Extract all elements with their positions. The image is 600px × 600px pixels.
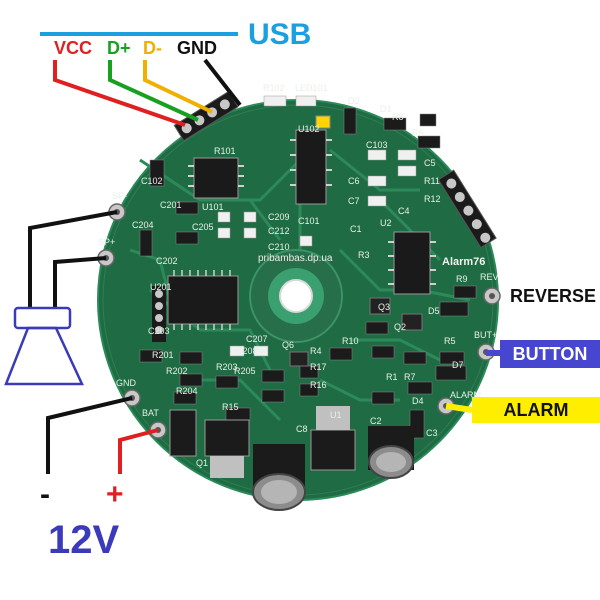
ref-u201: U201 (150, 282, 172, 292)
ref-c6: C6 (348, 176, 360, 186)
electrolytic-capacitors (252, 426, 414, 511)
left-pin-strip (152, 286, 166, 342)
ref-c101: C101 (298, 216, 320, 226)
gnd-usb-wire (203, 58, 242, 107)
ref-u102: U102 (298, 124, 320, 134)
gnd-power-wire (46, 396, 133, 474)
alarm-connector (445, 403, 473, 413)
ref-r1: R1 (386, 372, 398, 382)
pad-alarm-label: ALARM (450, 390, 482, 400)
ref-c3: C3 (426, 428, 438, 438)
alarm-label: ALARM (472, 397, 600, 423)
ref-r11: R11 (424, 176, 440, 186)
usb-gnd-label: GND (177, 38, 217, 58)
ic-u201-pins (173, 270, 231, 330)
ref-led101: LED101 (295, 83, 328, 93)
ref-c212: C212 (268, 226, 290, 236)
ref-d7: D7 (452, 360, 464, 370)
ic-chips (167, 129, 431, 325)
usb-dplus-label: D+ (107, 38, 131, 58)
dminus-wire (143, 60, 213, 114)
ref-q6: Q6 (282, 340, 295, 350)
ref-c208: C208 (236, 346, 258, 356)
ref-r102: R102 (263, 83, 285, 93)
pad-sp-minus-label: SP- (112, 191, 128, 201)
pad-rev-label: REV (480, 272, 499, 282)
ref-c201: C201 (160, 200, 182, 210)
ref-r4: R4 (310, 346, 322, 356)
ref-r202: R202 (166, 366, 188, 376)
ref-c2: C2 (370, 416, 382, 426)
ref-c203: C203 (148, 326, 170, 336)
ref-r201: R201 (152, 350, 174, 360)
ref-q3: Q3 (378, 302, 391, 312)
mount-hole (279, 279, 313, 313)
ref-c209: C209 (268, 212, 290, 222)
ref-r9: R9 (456, 274, 468, 284)
ref-r6: R6 (412, 128, 424, 138)
ref-d2: D2 (348, 96, 360, 106)
speaker-plus-wire (53, 256, 107, 308)
ref-d1: D1 (380, 104, 392, 114)
voltage-regulators (169, 406, 356, 478)
ref-r10: R10 (342, 336, 359, 346)
ref-c5: C5 (424, 158, 436, 168)
ref-r7: R7 (404, 372, 416, 382)
power-plus-label: + (106, 478, 124, 511)
ref-q2: Q2 (394, 322, 407, 332)
ref-r8: R8 (392, 112, 404, 122)
pad-gnd-label: GND (116, 378, 136, 388)
ref-c202: C202 (156, 256, 178, 266)
vcc-wire (53, 60, 186, 127)
ref-r16: R16 (310, 380, 327, 390)
ref-c4: C4 (398, 206, 410, 216)
usb-vcc-label: VCC (54, 38, 93, 58)
ref-c1: C1 (350, 224, 362, 234)
ref-u2: U2 (380, 218, 392, 228)
ref-c210: C210 (268, 242, 290, 252)
ref-r203: R203 (216, 362, 238, 372)
dplus-wire (108, 60, 199, 122)
pad-sp-plus-label: SP+ (98, 237, 116, 247)
bat-power-wire (118, 428, 159, 474)
ref-r204: R204 (176, 386, 198, 396)
ref-c205: C205 (192, 222, 214, 232)
ref-r101: R101 (214, 146, 236, 156)
ref-r12: R12 (424, 194, 441, 204)
right-pin-header (437, 169, 497, 249)
ic-pins (188, 139, 436, 285)
board-name: Alarm76 (442, 256, 486, 268)
power-minus-label: - (40, 478, 50, 511)
usb-title: USB (248, 18, 312, 51)
led (315, 115, 331, 129)
ref-c204: C204 (132, 220, 154, 230)
ref-d4: D4 (412, 396, 424, 406)
ref-r5: R5 (444, 336, 456, 346)
button-label: BUTTON (500, 340, 600, 368)
speaker-minus-wire (28, 210, 118, 308)
ref-r3: R3 (358, 250, 370, 260)
power-voltage-label: 12V (48, 518, 120, 562)
ref-q1: Q1 (196, 458, 209, 468)
smd-components (139, 95, 477, 439)
ref-d5: D5 (428, 306, 440, 316)
ref-r17: R17 (310, 362, 327, 372)
reverse-label: REVERSE (510, 286, 597, 306)
ref-r205: R205 (234, 366, 256, 376)
ref-c103: C103 (366, 140, 388, 150)
usb-dminus-label: D- (143, 38, 162, 58)
pad-but-plus-label: BUT+ (474, 330, 498, 340)
ref-c102: C102 (141, 176, 163, 186)
ref-c7: C7 (348, 196, 360, 206)
pad-bat-label: BAT (142, 408, 159, 418)
ref-u101: U101 (202, 202, 224, 212)
ref-u1: U1 (330, 410, 342, 420)
board-website: pribambas.dp.ua (258, 253, 333, 264)
ref-c207: C207 (246, 334, 268, 344)
speaker-icon (4, 306, 84, 386)
ref-c8: C8 (296, 424, 308, 434)
ref-r15: R15 (222, 402, 239, 412)
